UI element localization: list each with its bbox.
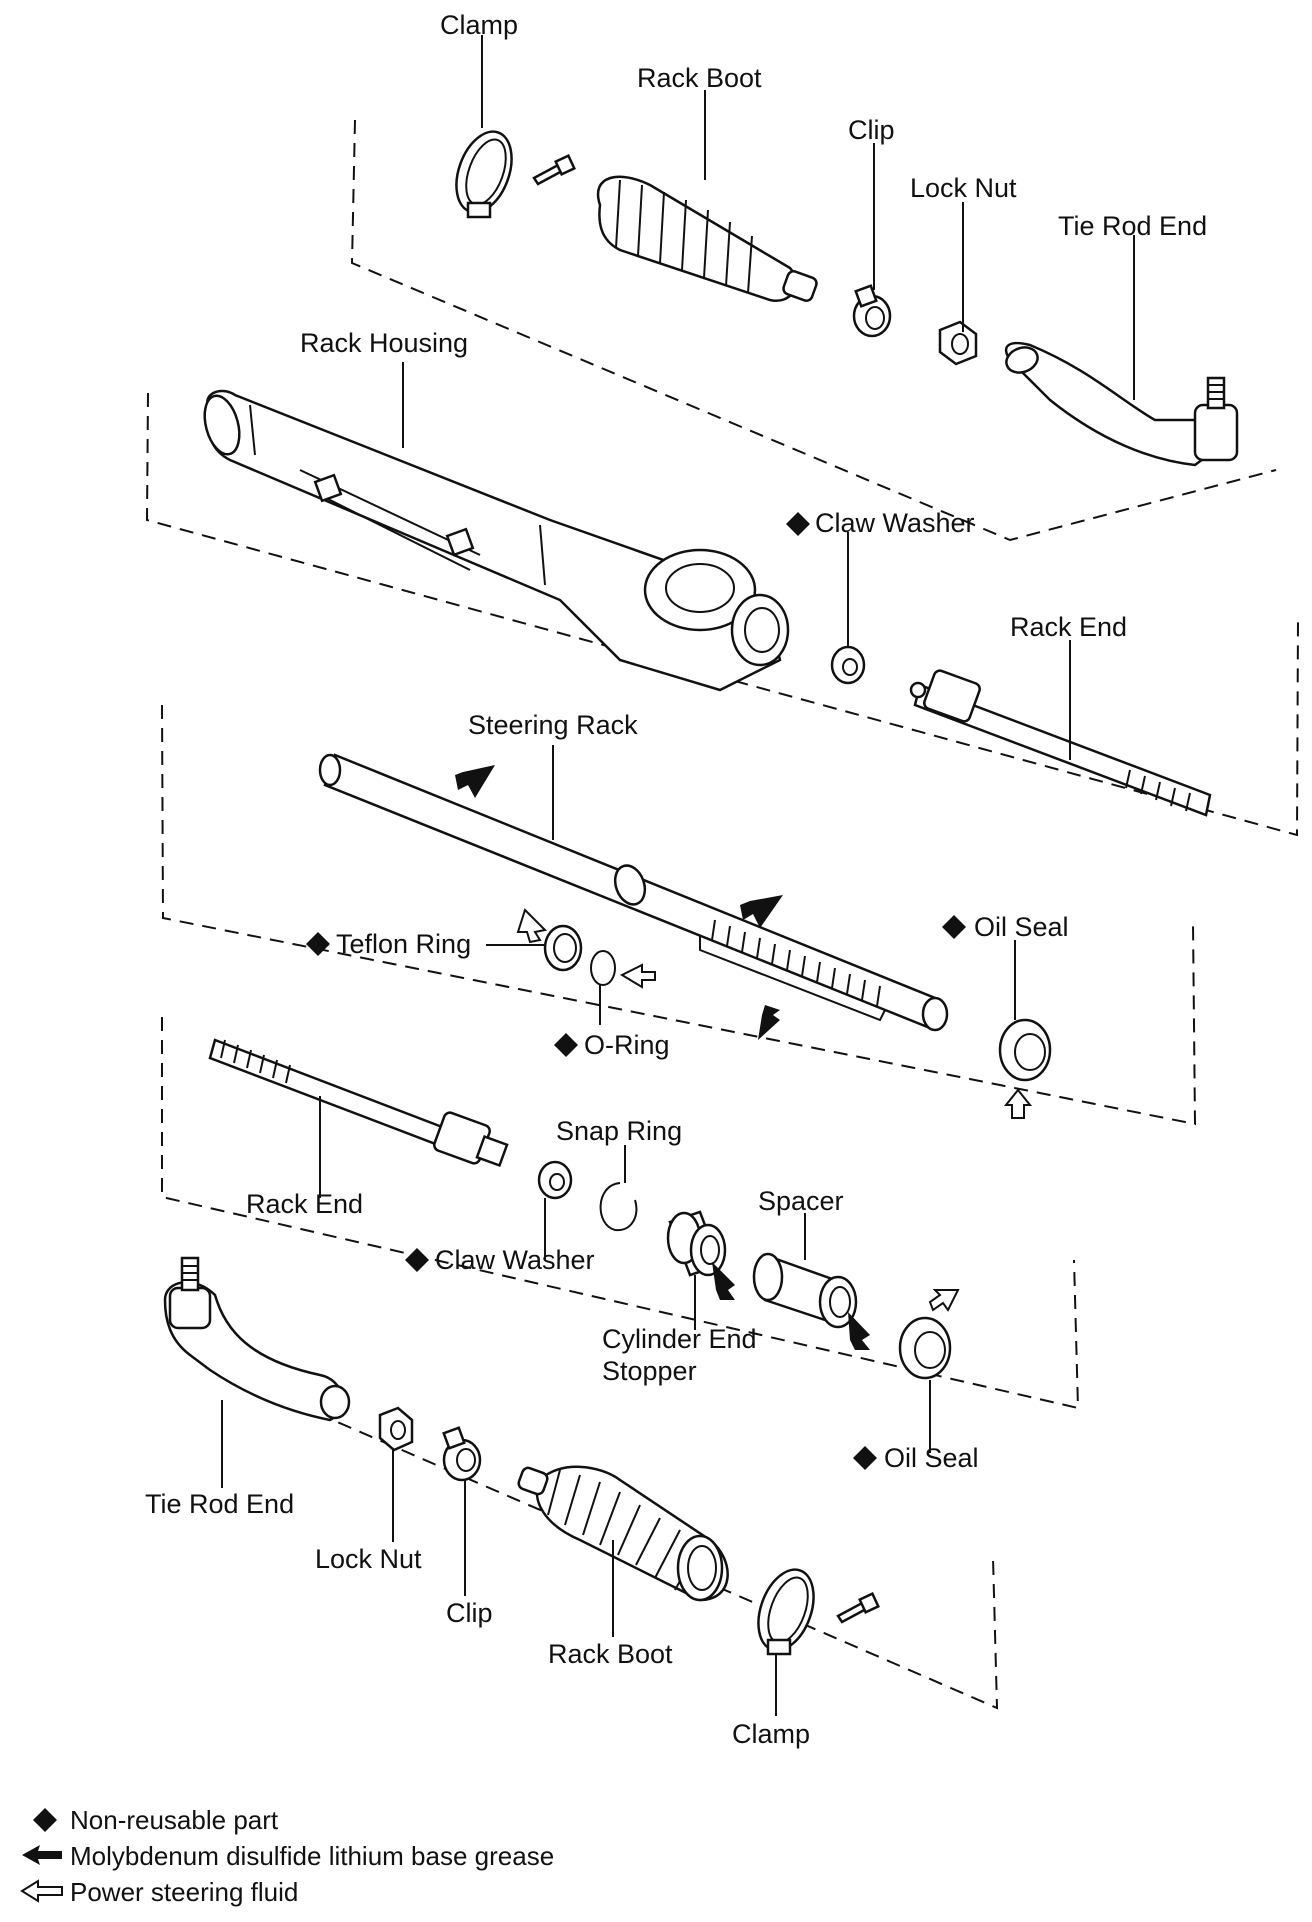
label-rack-boot-bottom: Rack Boot xyxy=(548,1639,673,1669)
label-rack-housing: Rack Housing xyxy=(300,328,468,358)
fluid-arrow-icon xyxy=(516,908,548,944)
fluid-arrow-icon xyxy=(619,963,656,989)
clip-bottom-part xyxy=(442,1426,482,1482)
fluid-arrow-icon xyxy=(1003,1088,1033,1119)
rack-boot-bottom-part xyxy=(517,1465,729,1602)
clamp-screw-top xyxy=(532,154,576,186)
label-oil-seal-top: Oil Seal xyxy=(974,912,1069,942)
non-reusable-icon xyxy=(942,915,966,939)
non-reusable-icon xyxy=(786,512,810,536)
assembly-outline-top xyxy=(350,119,1277,542)
assembly-outline-rack xyxy=(161,704,1197,1126)
label-rack-end-bottom: Rack End xyxy=(246,1189,363,1219)
snap-ring-part xyxy=(599,1182,638,1232)
clamp-bottom-part xyxy=(757,1568,815,1656)
steering-rack-part xyxy=(318,753,949,1032)
legend-non-reusable: Non-reusable part xyxy=(70,1805,279,1835)
label-clip-bottom: Clip xyxy=(446,1598,493,1628)
lock-nut-bottom-part xyxy=(378,1406,414,1452)
clamp-top-part xyxy=(455,130,513,219)
label-spacer: Spacer xyxy=(758,1186,844,1216)
tie-rod-end-bottom-part xyxy=(163,1256,351,1422)
fluid-arrow-icon xyxy=(928,1289,960,1312)
grease-arrow-icon xyxy=(740,895,783,928)
non-reusable-icon xyxy=(554,1033,578,1057)
label-lock-nut-top: Lock Nut xyxy=(910,173,1017,203)
oil-seal-top-part xyxy=(998,1018,1052,1082)
o-ring-part xyxy=(590,950,616,986)
teflon-ring-part xyxy=(543,924,583,972)
clamp-screw-bottom xyxy=(836,1592,880,1624)
leader-lines xyxy=(221,35,1135,1716)
label-clip-top: Clip xyxy=(848,115,895,145)
label-clamp-bottom: Clamp xyxy=(732,1719,810,1749)
label-clamp-top: Clamp xyxy=(440,10,518,40)
rack-end-bottom-part xyxy=(208,1038,509,1168)
label-lock-nut-bottom: Lock Nut xyxy=(315,1544,422,1574)
label-teflon-ring: Teflon Ring xyxy=(336,929,471,959)
label-steering-rack: Steering Rack xyxy=(468,710,638,740)
spacer-part xyxy=(752,1252,858,1329)
legend-grease: Molybdenum disulfide lithium base grease xyxy=(70,1841,554,1871)
non-reusable-icon xyxy=(853,1446,877,1470)
label-tie-rod-end-top: Tie Rod End xyxy=(1058,211,1207,241)
label-snap-ring: Snap Ring xyxy=(556,1116,682,1146)
label-tie-rod-end-bottom: Tie Rod End xyxy=(145,1489,294,1519)
non-reusable-icon xyxy=(405,1248,429,1272)
cylinder-end-stopper-part xyxy=(666,1210,727,1277)
rack-end-top-part xyxy=(909,669,1212,817)
claw-washer-bottom-part xyxy=(537,1160,573,1200)
grease-arrow-icon xyxy=(848,1312,870,1350)
non-reusable-icon xyxy=(306,932,330,956)
grease-arrow-icon xyxy=(758,1005,780,1040)
lock-nut-top-part xyxy=(938,320,978,366)
label-claw-washer-bottom: Claw Washer xyxy=(435,1245,595,1275)
rack-boot-top-part xyxy=(596,175,818,303)
label-o-ring: O-Ring xyxy=(584,1030,670,1060)
assembly-outline-bottom xyxy=(274,1394,999,1710)
grease-arrow-icon xyxy=(712,1262,735,1300)
label-claw-washer-top: Claw Washer xyxy=(815,508,975,538)
label-rack-boot-top: Rack Boot xyxy=(637,63,762,93)
label-rack-end-top: Rack End xyxy=(1010,612,1127,642)
oil-seal-bottom-part xyxy=(898,1316,952,1380)
legend: Non-reusable part Molybdenum disulfide l… xyxy=(20,1805,554,1907)
legend-fluid: Power steering fluid xyxy=(70,1877,298,1907)
clip-top-part xyxy=(852,284,892,338)
label-cylinder-end-stopper-1: Cylinder End xyxy=(602,1324,757,1354)
assembly-outline-cylinder xyxy=(161,1017,1080,1410)
fluid-legend-icon xyxy=(20,1879,63,1903)
tie-rod-end-top-part xyxy=(1004,341,1239,467)
claw-washer-top-part xyxy=(830,645,866,685)
rack-housing-part xyxy=(203,389,790,692)
label-cylinder-end-stopper-2: Stopper xyxy=(602,1356,697,1386)
grease-arrow-icon xyxy=(455,765,495,798)
label-oil-seal-bottom: Oil Seal xyxy=(884,1443,979,1473)
non-reusable-legend-icon xyxy=(33,1808,57,1832)
grease-legend-icon xyxy=(22,1845,62,1865)
